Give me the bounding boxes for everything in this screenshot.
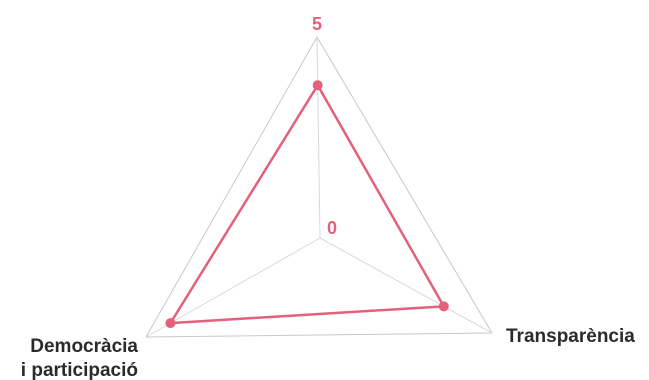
radar-outer-ring: [145, 36, 493, 338]
radar-tick-labels: 5 0: [312, 14, 337, 238]
tick-label-min: 0: [327, 218, 337, 238]
axis-label-democracia-line1: Democràcia: [30, 336, 138, 357]
series-point-2: [165, 318, 176, 329]
axis-label-transparencia: Transparència: [506, 326, 635, 347]
radar-axis-labels: Transparència Democràcia i participació: [21, 326, 635, 380]
series-point-1: [438, 301, 449, 312]
radar-spoke-2: [145, 237, 321, 338]
axis-label-democracia-line2: i participació: [21, 360, 138, 380]
radar-series: [165, 80, 449, 329]
tick-label-max: 5: [312, 14, 322, 34]
radar-spoke-0: [316, 36, 321, 239]
radar-grid: [145, 36, 493, 338]
radar-spoke-1: [319, 237, 493, 334]
series-line-0: [169, 83, 446, 325]
series-point-0: [312, 80, 323, 91]
